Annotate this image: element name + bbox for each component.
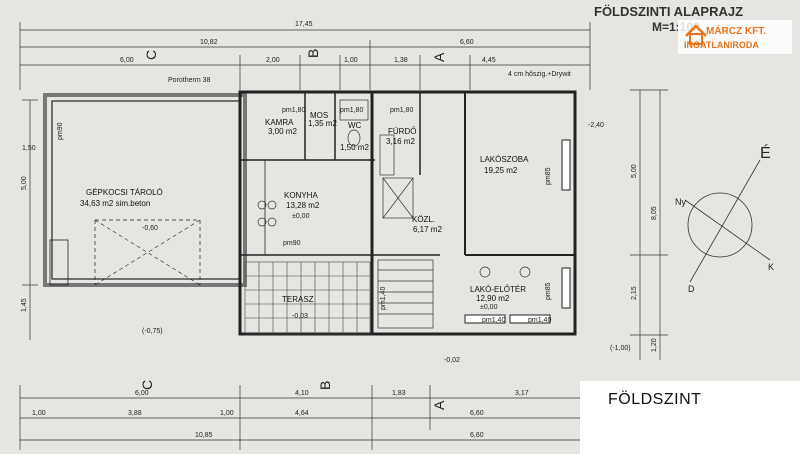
section-a-top: A	[431, 52, 447, 62]
pm-2: pm1,80	[340, 107, 363, 114]
wall-note: Porotherm 38	[168, 77, 211, 84]
room-laundry-area: 1,35 m2	[308, 119, 337, 128]
dim-d: 6,00	[120, 57, 134, 64]
room-foyer-name: LAKÓ-ELŐTÉR	[470, 285, 526, 294]
dim-bottom-8: 4,64	[295, 410, 309, 417]
dim-bottom-6: 3,88	[128, 410, 142, 417]
dim-bottom-10: 10,85	[195, 432, 213, 439]
room-garage-area: 34,63 m2 sim.beton	[80, 199, 150, 208]
compass-north: É	[760, 143, 771, 162]
room-wc-area: 1,50 m2	[340, 143, 369, 152]
dim-bottom-2: 4,10	[295, 390, 309, 397]
terrace-tiles	[244, 261, 371, 335]
room-hall-name: KÖZL.	[412, 215, 435, 224]
section-b-bottom: B	[317, 381, 333, 390]
compass-icon	[684, 159, 771, 283]
pm-3: pm1,80	[390, 107, 413, 114]
level-entry: -0,02	[444, 357, 460, 364]
stairs	[377, 177, 434, 329]
dim-bottom-3: 1,83	[392, 390, 406, 397]
dim-right: 6,60	[460, 39, 474, 46]
dim-e: 4,45	[482, 57, 496, 64]
room-pantry-area: 3,00 m2	[268, 127, 297, 136]
caption-box: FÖLDSZINT	[580, 381, 800, 454]
dim-bottom-11: 6,60	[470, 432, 484, 439]
level-right: -2,40	[588, 122, 604, 129]
dim-left-2: 1,50	[22, 145, 36, 152]
pm-10: pm1,40	[528, 317, 551, 324]
top-dimension-lines	[19, 22, 591, 90]
room-bath-area: 3,16 m2	[386, 137, 415, 146]
pm-7: pm90	[57, 122, 64, 140]
level-terrace: -0,03	[292, 313, 308, 320]
logo-line-2: INGATLANIRODA	[684, 40, 759, 50]
compass-west: Ny	[675, 197, 686, 207]
section-c-top: C	[143, 50, 159, 60]
compass-east: K	[768, 262, 774, 272]
dim-left: 10,82	[200, 39, 218, 46]
dim-a: 2,00	[266, 57, 280, 64]
room-kitchen-name: KONYHA	[284, 191, 318, 200]
level-foyer: ±0,00	[480, 304, 498, 311]
pm-8: pm1,40	[380, 287, 387, 310]
dim-b: 1,00	[344, 57, 358, 64]
dim-bottom-9: 6,60	[470, 410, 484, 417]
garage-outline	[43, 93, 247, 287]
room-laundry-name: MOS	[310, 111, 328, 120]
pm-4: pm90	[283, 240, 301, 247]
room-garage-name: GÉPKOCSI TÁROLÓ	[86, 188, 163, 197]
dim-bottom-5: 1,00	[32, 410, 46, 417]
pm-6: pm85	[545, 282, 552, 300]
dim-bottom-1: 6,00	[135, 390, 149, 397]
pm-1: pm1,80	[282, 107, 305, 114]
level-kitchen: ±0,00	[292, 213, 310, 220]
section-c-bottom: C	[139, 380, 155, 390]
house-logo-icon	[678, 20, 792, 54]
section-markers: C B A C B A	[139, 49, 447, 410]
room-kitchen-area: 13,28 m2	[286, 201, 320, 210]
room-terrace-name: TERASZ	[282, 295, 314, 304]
plan-title: FÖLDSZINTI ALAPRAJZ	[594, 4, 744, 19]
caption-text: FÖLDSZINT	[608, 391, 702, 408]
dim-left-1: 5,00	[21, 176, 28, 190]
room-hall-area: 6,17 m2	[413, 225, 442, 234]
room-bath-name: FÜRDŐ	[388, 127, 416, 136]
dim-right-3: 2,15	[631, 286, 638, 300]
pm-9: pm1,40	[482, 317, 505, 324]
room-foyer-area: 12,90 m2	[476, 294, 510, 303]
dim-bottom-7: 1,00	[220, 410, 234, 417]
agency-logo: MÁRCZ KFT. INGATLANIRODA	[678, 20, 792, 54]
section-b-top: B	[305, 49, 321, 58]
room-wc-name: WC	[348, 121, 362, 130]
dim-total: 17,45	[295, 21, 313, 28]
room-pantry-name: KAMRA	[265, 118, 294, 127]
wall-note-2: 4 cm hőszig.+Drywit	[508, 71, 571, 78]
level-garage: -0,60	[142, 225, 158, 232]
dim-bottom-4: 3,17	[515, 390, 529, 397]
windows	[464, 139, 571, 324]
pm-5: pm85	[545, 167, 552, 185]
dim-left-3: 1,45	[21, 298, 28, 312]
level-outside-2: (-1,00)	[610, 345, 631, 352]
logo-line-1: MÁRCZ KFT.	[706, 26, 766, 37]
dim-c: 1,38	[394, 57, 408, 64]
dim-right-2: 8,05	[651, 206, 658, 220]
right-dimension-lines	[22, 89, 668, 360]
room-living-area: 19,25 m2	[484, 166, 518, 175]
room-living-name: LAKÓSZOBA	[480, 155, 529, 164]
kitchen-fixtures	[257, 99, 531, 278]
dim-right-4: 1,20	[651, 338, 658, 352]
house-walls	[238, 90, 577, 336]
section-a-bottom: A	[431, 400, 447, 410]
dim-right-1: 5,00	[631, 164, 638, 178]
compass-south: D	[688, 284, 695, 294]
level-outside-1: (-0,75)	[142, 328, 163, 335]
